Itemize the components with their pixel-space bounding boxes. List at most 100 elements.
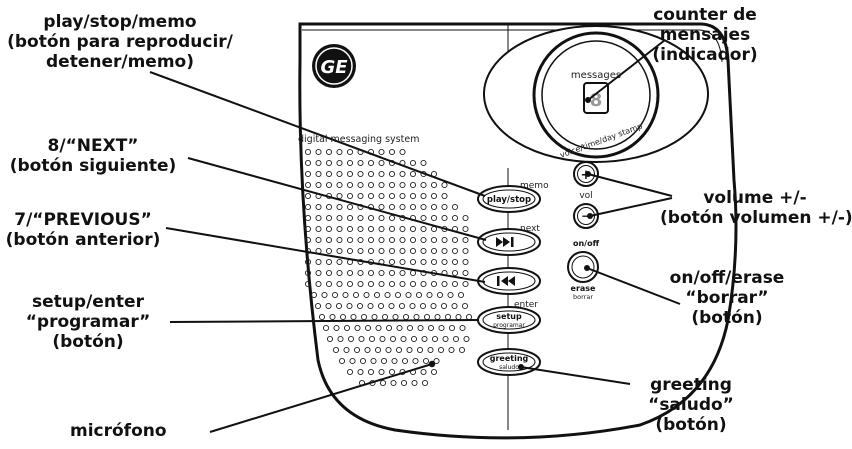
grille-hole [378, 203, 385, 211]
next-button[interactable] [477, 228, 541, 256]
leader-line-greeting [520, 366, 631, 385]
previous-button[interactable] [477, 267, 541, 295]
grille-hole [441, 181, 448, 189]
grille-hole [357, 214, 364, 222]
grille-hole [462, 225, 469, 233]
on-off-erase-button[interactable] [567, 251, 599, 283]
leader-line-counter [587, 39, 666, 101]
grille-hole [451, 258, 459, 266]
label-line: mensajes [659, 25, 751, 45]
grille-hole [346, 192, 354, 200]
grille-hole [315, 181, 322, 189]
grille-hole [427, 324, 435, 332]
grille-hole [411, 379, 418, 387]
grille-hole [304, 214, 312, 222]
label-volume: volume +/- (botón volumen +/-) [660, 188, 852, 228]
grille-hole [352, 291, 360, 299]
grille-hole [378, 280, 385, 288]
grille-hole [378, 159, 385, 167]
memo-label: memo [520, 181, 549, 191]
grille-hole [325, 269, 333, 277]
grille-hole [325, 214, 333, 222]
grille-hole [437, 346, 445, 354]
grille-hole [400, 379, 408, 387]
label-greeting: greeting “saludo” (botón) [616, 375, 766, 435]
grille-hole [451, 236, 459, 244]
grille-hole [304, 192, 312, 200]
grille-hole [451, 247, 459, 255]
label-line: volume +/- [703, 188, 807, 208]
minus-icon: − [581, 209, 591, 223]
grille-hole [374, 346, 382, 354]
grille-hole [367, 159, 375, 167]
grille-hole [364, 346, 371, 354]
grille-hole [304, 225, 312, 233]
label-line: on/off/erase [669, 268, 785, 288]
grille-hole [336, 258, 343, 266]
grille-hole [336, 148, 343, 156]
label-line: (botón) [52, 332, 124, 352]
grille-hole [420, 258, 427, 266]
grille-hole [412, 357, 419, 365]
grille-hole [367, 214, 375, 222]
grille-hole [367, 247, 375, 255]
grille-hole [380, 357, 388, 365]
grille-hole [378, 247, 385, 255]
greeting-button-label: greeting [490, 354, 529, 363]
leader-line-setup [169, 319, 479, 323]
grille-hole [399, 280, 406, 288]
grille-hole [398, 302, 406, 310]
grille-hole [357, 368, 364, 376]
grille-hole [315, 148, 322, 156]
label-line: 8/“NEXT” [47, 136, 139, 156]
grille-hole [304, 236, 312, 244]
grille-hole [399, 192, 406, 200]
grille-hole [409, 258, 417, 266]
label-line: 7/“PREVIOUS” [14, 210, 152, 230]
on-off-label: on/off [573, 239, 600, 248]
grille-hole [462, 247, 469, 255]
grille-hole [452, 335, 460, 343]
greeting-button[interactable]: greeting saludo [477, 348, 541, 376]
borrar-label: borrar [573, 293, 593, 301]
grille-hole [358, 335, 365, 343]
grille-hole [304, 203, 312, 211]
grille-hole [315, 258, 322, 266]
grille-hole [336, 159, 343, 167]
label-previous: 7/“PREVIOUS” (botón anterior) [0, 210, 166, 250]
label-line: play/stop/memo [43, 12, 197, 32]
grille-hole [346, 236, 354, 244]
grille-hole [325, 148, 333, 156]
message-counter-display [583, 82, 609, 114]
grille-hole [390, 379, 397, 387]
grille-hole [357, 225, 364, 233]
grille-hole [385, 346, 392, 354]
grille-hole [325, 170, 333, 178]
grille-hole [399, 170, 406, 178]
grille-hole [367, 302, 374, 310]
grille-hole [388, 302, 395, 310]
enter-label: enter [514, 300, 538, 310]
leader-line-next [187, 157, 487, 241]
grille-hole [420, 192, 427, 200]
grille-hole [433, 357, 440, 365]
grille-hole [304, 181, 312, 189]
leader-line-volume-down [589, 197, 673, 217]
grille-hole [378, 236, 385, 244]
grille-hole [451, 214, 459, 222]
grille-hole [394, 291, 402, 299]
grille-hole [420, 236, 427, 244]
grille-hole [325, 247, 333, 255]
leader-line-on-off [586, 267, 681, 305]
grille-hole [357, 247, 364, 255]
volume-down-button[interactable]: − [573, 203, 599, 229]
setup-button[interactable]: setup programar [477, 306, 541, 334]
grille-hole [349, 357, 356, 365]
grille-hole [367, 170, 375, 178]
grille-hole [399, 148, 406, 156]
grille-hole [357, 170, 364, 178]
grille-hole [419, 302, 427, 310]
grille-hole [377, 302, 385, 310]
play-stop-button[interactable]: play/stop [477, 185, 541, 213]
grille-hole [367, 181, 375, 189]
